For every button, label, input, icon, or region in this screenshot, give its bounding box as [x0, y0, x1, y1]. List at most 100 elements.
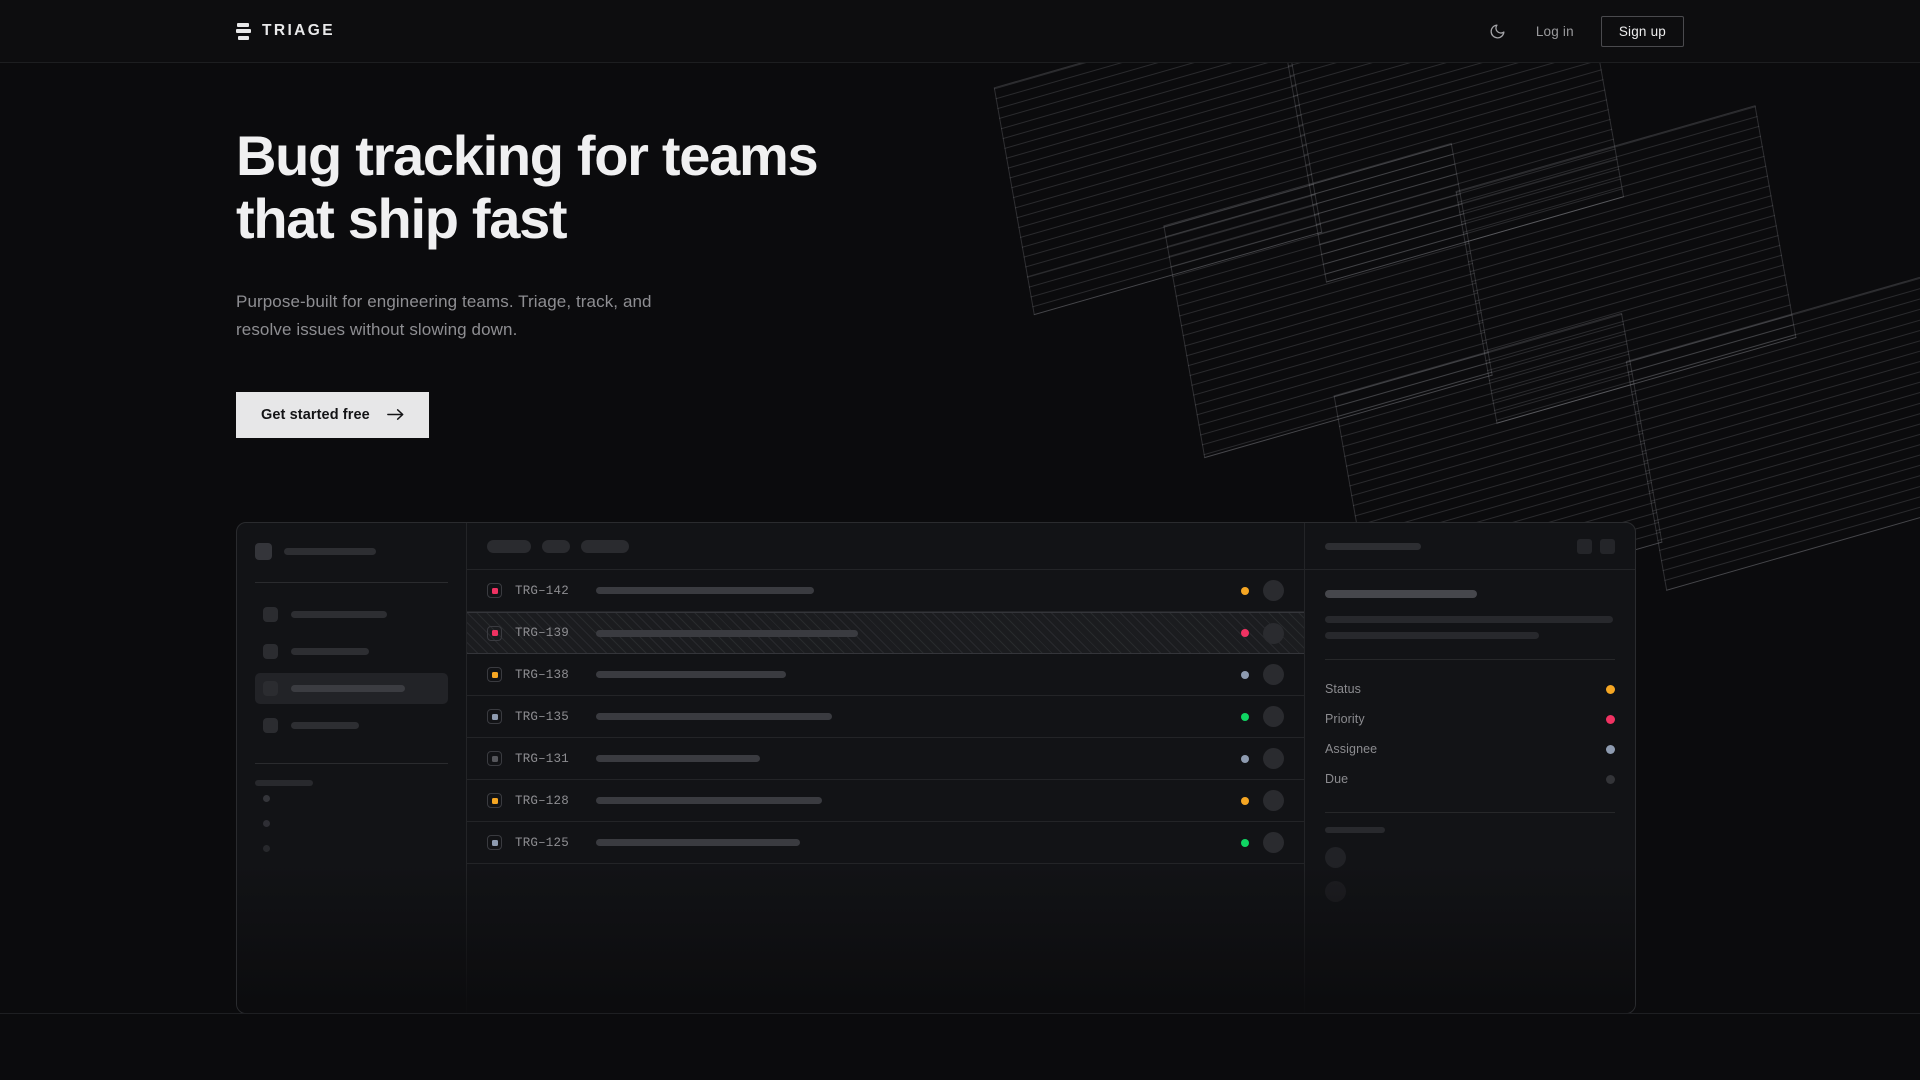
avatar[interactable]: [1263, 832, 1284, 853]
detail-field-assignee[interactable]: Assignee: [1325, 734, 1615, 764]
moon-icon[interactable]: [1487, 20, 1509, 42]
sidebar-item-label-skeleton: [291, 722, 359, 729]
detail-field-value: [1606, 774, 1615, 784]
brand-logo[interactable]: TRIAGE: [236, 22, 335, 40]
table-row[interactable]: TRG–125: [467, 822, 1304, 864]
issue-title-skeleton: [596, 713, 832, 720]
sidebar-mini-item[interactable]: [255, 811, 448, 836]
status-badge[interactable]: [1241, 629, 1249, 637]
top-navbar: TRIAGE Log in Sign up: [0, 0, 1920, 63]
triage-bars-icon: [236, 22, 251, 40]
sidebar-mini-list: [255, 786, 448, 861]
table-row[interactable]: TRG–139: [467, 612, 1304, 654]
status-badge[interactable]: [1241, 838, 1249, 847]
issue-title-skeleton: [596, 839, 800, 846]
detail-action-button-2[interactable]: [1600, 538, 1615, 554]
priority-indicator[interactable]: [487, 667, 502, 682]
signup-button[interactable]: Sign up: [1600, 15, 1684, 47]
table-row[interactable]: TRG–142: [467, 570, 1304, 612]
detail-issue-title-skeleton: [1325, 590, 1477, 598]
sidebar-item-label-skeleton: [291, 648, 369, 655]
row-meta: [1223, 748, 1284, 769]
priority-indicator[interactable]: [487, 709, 502, 724]
status-badge[interactable]: [1241, 712, 1249, 721]
mock-workspace-header[interactable]: [255, 539, 448, 560]
issue-id: TRG–138: [515, 667, 569, 682]
sidebar-item-1[interactable]: [255, 599, 448, 630]
sidebar-mini-item[interactable]: [255, 836, 448, 861]
toolbar-chip-3[interactable]: [581, 539, 629, 553]
sidebar-divider: [255, 582, 448, 583]
detail-text-line-1: [1325, 616, 1613, 623]
sidebar-item-3[interactable]: [255, 673, 448, 704]
avatar[interactable]: [1263, 790, 1284, 811]
avatar[interactable]: [1263, 748, 1284, 769]
detail-activity-avatars: [1325, 847, 1615, 902]
status-badge[interactable]: [1241, 796, 1249, 805]
row-meta: [1223, 706, 1284, 727]
sidebar-mini-dot-icon: [263, 795, 270, 802]
sidebar-item-2[interactable]: [255, 636, 448, 667]
detail-field-label: Status: [1325, 682, 1362, 696]
detail-header: [1305, 523, 1635, 570]
avatar[interactable]: [1263, 706, 1284, 727]
status-badge[interactable]: [1241, 670, 1249, 679]
table-row[interactable]: TRG–131: [467, 738, 1304, 780]
sidebar-mini-item[interactable]: [255, 786, 448, 811]
activity-avatar[interactable]: [1325, 881, 1346, 902]
toolbar-chip-2[interactable]: [542, 539, 570, 553]
detail-separator-2: [1325, 812, 1615, 813]
detail-field-status[interactable]: Status: [1325, 674, 1615, 704]
issue-id: TRG–131: [515, 751, 569, 766]
activity-avatar[interactable]: [1325, 847, 1346, 868]
login-link[interactable]: Log in: [1535, 23, 1574, 39]
sidebar-section: [255, 780, 448, 861]
detail-field-due[interactable]: Due: [1325, 764, 1615, 794]
table-row[interactable]: TRG–138: [467, 654, 1304, 696]
workspace-avatar: [255, 543, 272, 560]
detail-title-skeleton: [1325, 542, 1421, 550]
priority-indicator[interactable]: [487, 583, 502, 598]
sidebar-item-icon: [263, 681, 278, 696]
issue-id: TRG–142: [515, 583, 569, 598]
row-meta: [1223, 580, 1284, 601]
priority-indicator[interactable]: [487, 625, 502, 641]
issue-id: TRG–139: [515, 626, 569, 640]
table-row[interactable]: TRG–128: [467, 780, 1304, 822]
mock-sidebar-nav: [255, 599, 448, 741]
priority-indicator[interactable]: [487, 835, 502, 850]
detail-field-label: Priority: [1325, 712, 1365, 726]
sidebar-item-icon: [263, 718, 278, 733]
toolbar-chip-1[interactable]: [487, 539, 531, 553]
detail-text-line-2: [1325, 632, 1539, 639]
priority-indicator[interactable]: [487, 751, 502, 766]
sidebar-item-icon: [263, 644, 278, 659]
issue-title-skeleton: [596, 797, 822, 804]
table-row[interactable]: TRG–135: [467, 696, 1304, 738]
row-meta: [1223, 790, 1284, 811]
sidebar-item-label-skeleton: [291, 611, 387, 618]
sidebar-mini-dot-icon: [263, 845, 270, 852]
hero-section: Bug tracking for teams that ship fast Pu…: [0, 63, 1920, 438]
detail-field-priority[interactable]: Priority: [1325, 704, 1615, 734]
avatar[interactable]: [1263, 580, 1284, 601]
row-meta: [1223, 832, 1284, 853]
priority-indicator[interactable]: [487, 793, 502, 808]
get-started-button[interactable]: Get started free: [236, 391, 429, 438]
detail-action-button-1[interactable]: [1577, 538, 1592, 554]
sidebar-item-4[interactable]: [255, 710, 448, 741]
issue-title-skeleton: [596, 629, 858, 637]
status-badge[interactable]: [1241, 586, 1249, 595]
status-badge[interactable]: [1241, 754, 1249, 763]
detail-field-value: [1606, 714, 1615, 724]
avatar[interactable]: [1263, 664, 1284, 685]
detail-field-value: [1606, 684, 1615, 694]
issue-id: TRG–135: [515, 709, 569, 724]
avatar[interactable]: [1263, 622, 1284, 644]
